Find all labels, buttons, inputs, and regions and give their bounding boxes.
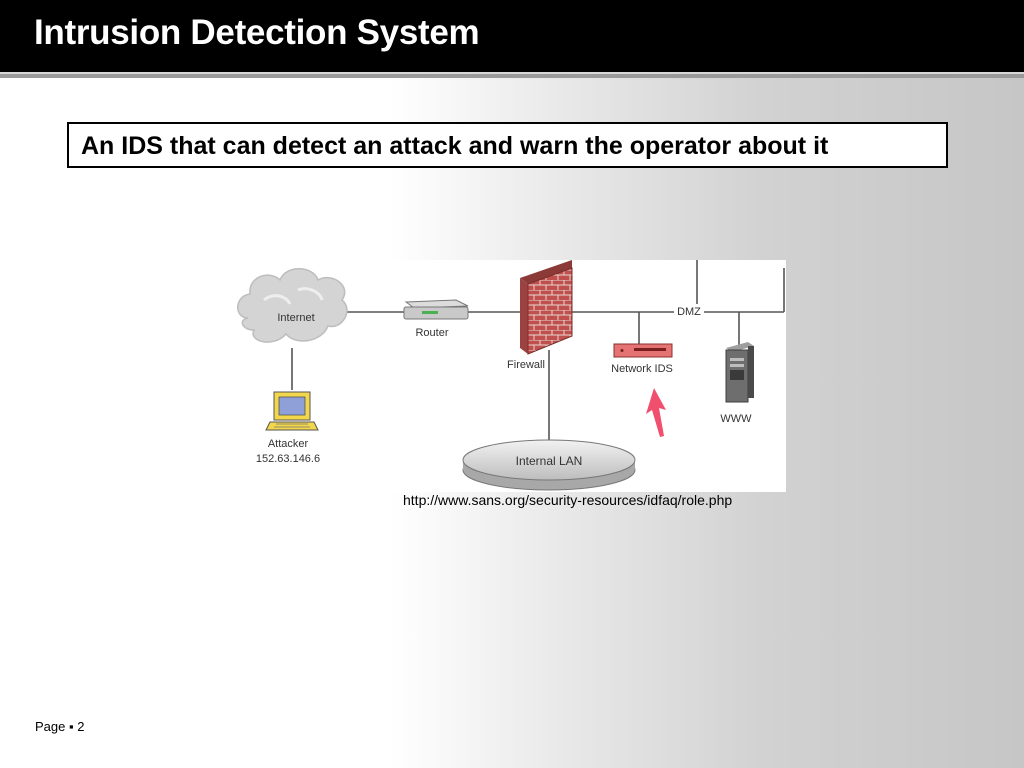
- cloud-icon: [237, 268, 348, 343]
- dmz-label-bg: [674, 304, 704, 318]
- title-divider: [0, 72, 1024, 78]
- page-label: Page: [35, 719, 66, 734]
- source-link[interactable]: http://www.sans.org/security-resources/i…: [403, 492, 733, 508]
- ids-sensor-icon: [613, 343, 673, 358]
- attacker-label: Attacker: [268, 438, 309, 450]
- lan-disc-icon: [462, 439, 636, 491]
- firewall-icon: [520, 260, 573, 355]
- computer-icon: [265, 391, 319, 431]
- router-icon: [403, 299, 469, 320]
- subtitle-box: An IDS that can detect an attack and war…: [67, 122, 948, 168]
- dmz-label: DMZ: [677, 306, 701, 318]
- title-bar: Intrusion Detection System: [0, 0, 1024, 72]
- internet-label: Internet: [277, 312, 314, 324]
- firewall-label: Firewall: [507, 359, 545, 371]
- attacker-ip-label: 152.63.146.6: [256, 453, 320, 465]
- network-ids-label: Network IDS: [611, 363, 673, 375]
- www-label: WWW: [720, 413, 752, 425]
- router-label: Router: [415, 327, 448, 339]
- page-number: 2: [77, 719, 85, 734]
- server-icon: [725, 342, 754, 403]
- network-diagram: Internet Router Firewall DMZ Network IDS…: [237, 260, 786, 492]
- slide-subtitle: An IDS that can detect an attack and war…: [81, 132, 829, 160]
- network-links: [291, 260, 785, 440]
- page-footer: Page ▪ 2: [35, 719, 84, 734]
- footer-bullet: ▪: [69, 719, 74, 734]
- slide-title: Intrusion Detection System: [34, 13, 480, 52]
- arrow-icon: [646, 388, 666, 437]
- internal-lan-label: Internal LAN: [516, 454, 583, 468]
